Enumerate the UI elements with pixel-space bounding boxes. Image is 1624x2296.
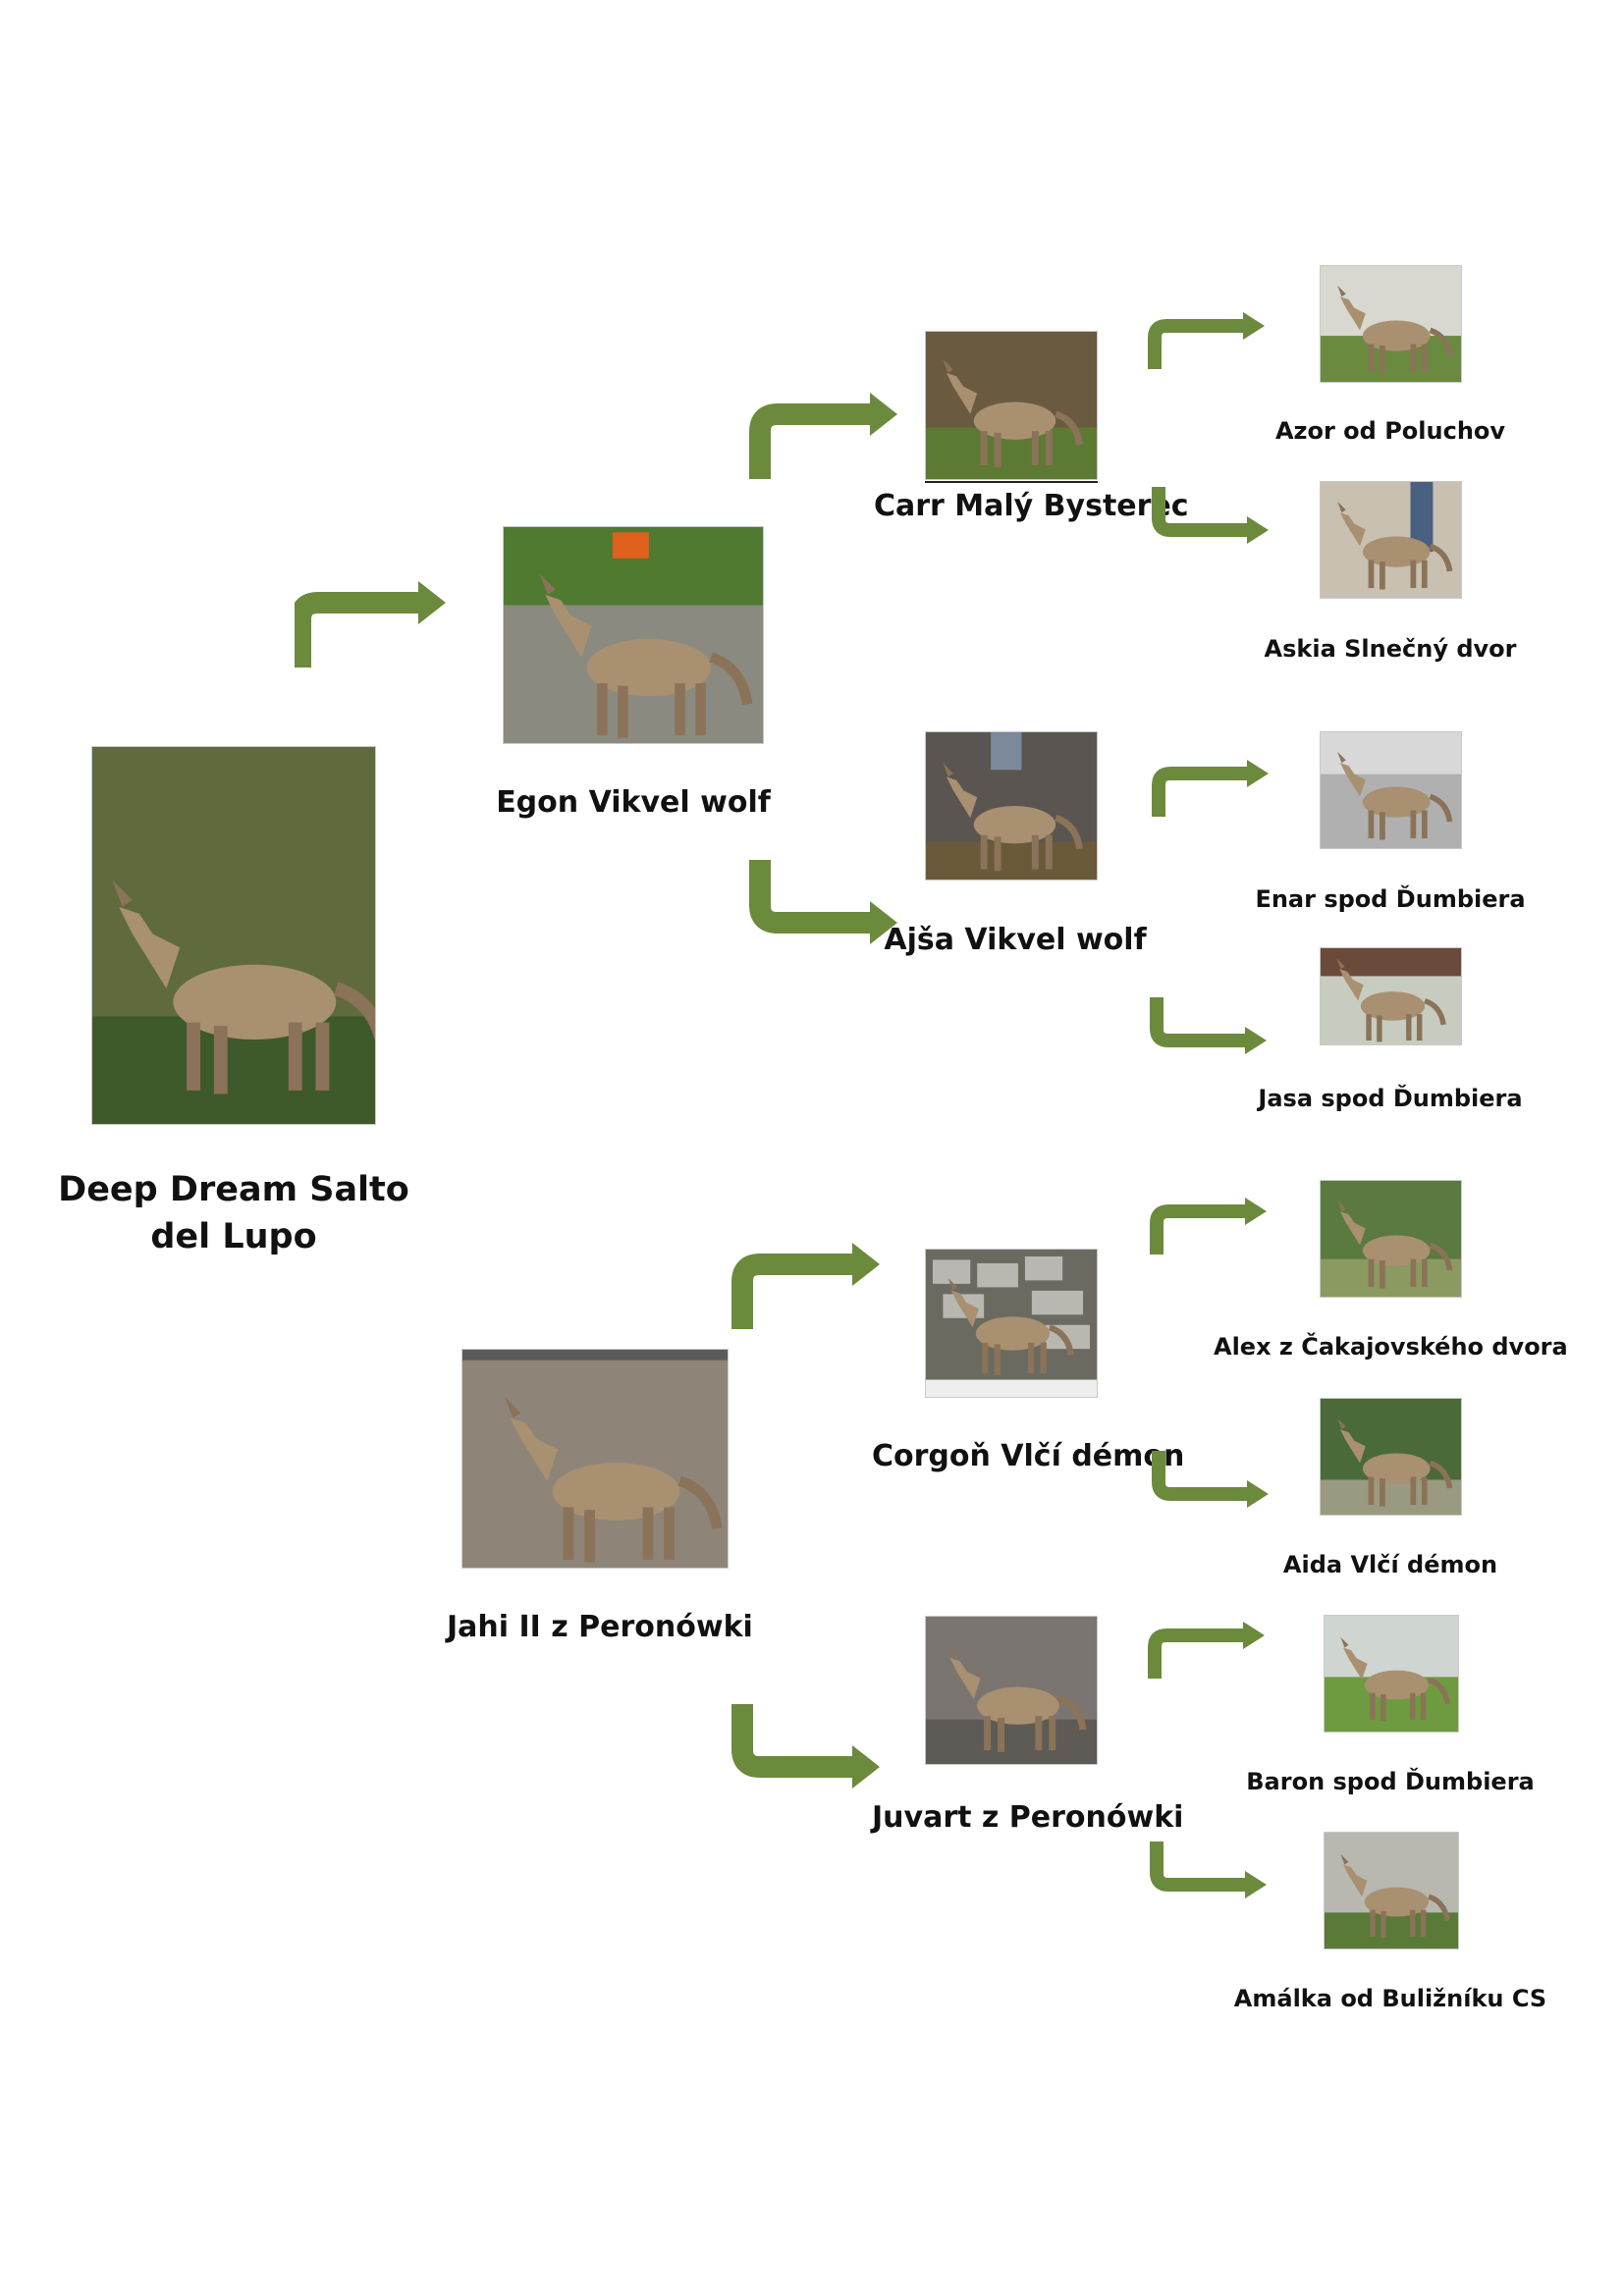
label-carr: Carr Malý Bysterec: [874, 489, 1189, 523]
label-jasa: Jasa spod Ďumbiera: [1258, 1085, 1523, 1112]
arrow-to-amalka-icon: [1150, 1842, 1267, 1898]
photo-jasa: [1320, 947, 1462, 1045]
photo-aida: [1320, 1398, 1462, 1516]
arrow-to-juvart-icon: [731, 1704, 880, 1789]
label-amalka: Amálka od Buližníku CS: [1233, 1985, 1547, 2012]
photo-amalka: [1324, 1832, 1459, 1949]
label-jahi: Jahi II z Peronówki: [447, 1610, 753, 1644]
divider-carr: [925, 481, 1098, 483]
photo-azor: [1320, 265, 1462, 383]
arrow-to-alex-icon: [1150, 1198, 1267, 1255]
photo-ajsa: [925, 731, 1098, 881]
label-enar: Enar spod Ďumbiera: [1255, 885, 1526, 913]
label-juvart: Juvart z Peronówki: [872, 1800, 1184, 1835]
photo-egon: [503, 526, 764, 744]
photo-askia: [1320, 481, 1462, 599]
photo-alex: [1320, 1180, 1462, 1298]
arrow-to-corgon-icon: [731, 1243, 880, 1329]
label-askia: Askia Slnečný dvor: [1264, 635, 1517, 663]
label-egon: Egon Vikvel wolf: [496, 785, 771, 820]
photo-deep-dream: [91, 746, 376, 1125]
label-corgon: Corgoň Vlčí démon: [872, 1439, 1185, 1473]
label-ajsa: Ajša Vikvel wolf: [884, 923, 1147, 957]
photo-carr: [925, 331, 1098, 480]
label-baron: Baron spod Ďumbiera: [1246, 1768, 1535, 1795]
photo-corgon: [925, 1249, 1098, 1398]
arrow-to-azor-icon: [1148, 312, 1265, 369]
arrow-to-enar-icon: [1152, 760, 1269, 817]
arrow-to-baron-icon: [1148, 1622, 1265, 1679]
arrow-to-carr-icon: [749, 393, 897, 479]
arrow-to-aida-icon: [1152, 1451, 1269, 1508]
label-alex: Alex z Čakajovského dvora: [1214, 1333, 1568, 1361]
photo-baron: [1324, 1615, 1459, 1733]
photo-jahi: [461, 1349, 729, 1569]
arrow-to-egon-icon: [295, 581, 446, 667]
arrow-to-ajsa-icon: [749, 860, 897, 944]
label-deep-dream: Deep Dream Salto del Lupo: [58, 1170, 409, 1256]
arrow-to-jasa-icon: [1150, 997, 1267, 1054]
label-azor: Azor od Poluchov: [1274, 417, 1506, 445]
photo-enar: [1320, 731, 1462, 849]
photo-juvart: [925, 1616, 1098, 1765]
label-aida: Aida Vlčí démon: [1282, 1551, 1498, 1578]
arrow-to-askia-icon: [1152, 487, 1269, 544]
